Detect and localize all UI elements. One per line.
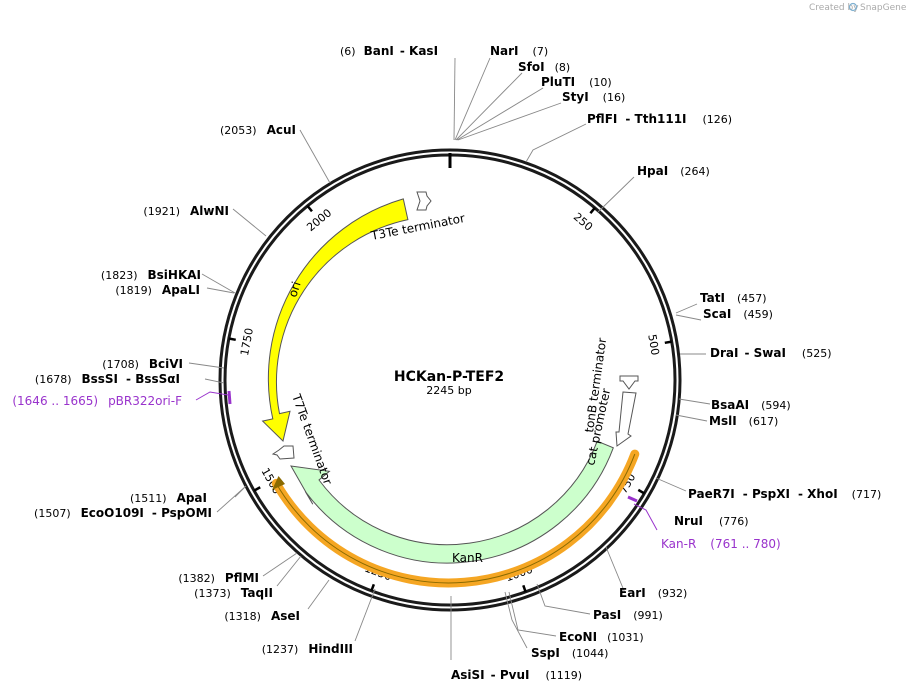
site-label-asei[interactable]: (1318)AseI xyxy=(224,609,300,623)
site-label-tati[interactable]: TatI(457) xyxy=(700,291,767,305)
scale-tick-mark xyxy=(370,583,376,592)
site-label-nari[interactable]: NarI(7) xyxy=(490,44,548,58)
ori-feature-arrow[interactable] xyxy=(261,198,409,442)
site-label-bsihkai[interactable]: (1823)BsiHKAI xyxy=(101,268,201,282)
site-label-drai-swai[interactable]: DraI- SwaI(525) xyxy=(710,346,832,360)
site-label-sfoi[interactable]: SfoI(8) xyxy=(518,60,570,74)
tonb-terminator-arrow[interactable] xyxy=(619,375,639,390)
plasmid-length: 2245 bp xyxy=(426,384,471,397)
primer-leader-lines xyxy=(195,391,658,531)
watermark-brand: SnapGene xyxy=(860,3,907,13)
scale-tick-label: 1750 xyxy=(238,327,256,357)
scale-tick-mark xyxy=(306,205,313,213)
kanr-highlight-arrowhead xyxy=(272,476,285,490)
scale-tick-mark xyxy=(664,340,672,345)
kanr-highlight-line xyxy=(275,453,636,584)
site-label-acui[interactable]: (2053)AcuI xyxy=(220,123,296,137)
site-label-apali[interactable]: (1819)ApaLI xyxy=(115,283,200,297)
site-label-pflfi-tth111i[interactable]: PflFI- Tth111I(126) xyxy=(587,112,732,126)
site-label-apai[interactable]: (1511)ApaI xyxy=(130,491,207,505)
site-label-asisi-pvui[interactable]: AsiSI- PvuI(1119) xyxy=(451,668,582,682)
plasmid-name: HCKan-P-TEF2 xyxy=(394,369,504,385)
t7te-terminator-arrow[interactable] xyxy=(271,445,295,460)
site-label-scai[interactable]: ScaI(459) xyxy=(703,307,773,321)
scale-tick-label: 500 xyxy=(645,333,661,356)
watermark-prefix: Created by xyxy=(809,3,859,13)
site-label-hpai[interactable]: HpaI(264) xyxy=(637,164,710,178)
pbr322ori-f-primer-site[interactable] xyxy=(227,390,232,405)
ori-label: ori xyxy=(286,280,304,299)
site-label-bsaai[interactable]: BsaAI(594) xyxy=(711,398,791,412)
kanr-feature-arrow[interactable] xyxy=(290,440,614,564)
primer-label-kan-r[interactable]: Kan-R(761 .. 780) xyxy=(661,537,781,551)
kan-r-primer-site[interactable] xyxy=(627,495,638,503)
site-label-sspi[interactable]: SspI(1044) xyxy=(531,646,608,660)
site-label-hindiii[interactable]: (1237)HindIII xyxy=(262,642,353,656)
scale-tick-mark xyxy=(589,207,596,215)
site-label-msli[interactable]: MslI(617) xyxy=(709,414,778,428)
scale-tick-mark xyxy=(522,584,527,593)
scale-tick-label: 2000 xyxy=(304,206,334,234)
kanr-label: KanR xyxy=(452,551,483,565)
site-label-ecoo109i-pspomi[interactable]: (1507)EcoO109I- PspOMI xyxy=(34,506,212,520)
site-label-alwni[interactable]: (1921)AlwNI xyxy=(143,204,229,218)
site-label-bcivi[interactable]: (1708)BciVI xyxy=(102,357,183,371)
leader-lines xyxy=(188,57,711,660)
site-label-pluti[interactable]: PluTI(10) xyxy=(541,75,612,89)
site-label-taqii[interactable]: (1373)TaqII xyxy=(194,586,273,600)
site-label-nrui[interactable]: NruI(776) xyxy=(674,514,749,528)
site-label-bani-kasi[interactable]: (6)BanI- KasI xyxy=(340,44,438,58)
cat-promoter-arrow[interactable] xyxy=(615,391,637,447)
site-label-econi[interactable]: EcoNI(1031) xyxy=(559,630,644,644)
scale-tick-mark xyxy=(228,337,236,342)
primer-label-pbr322ori-f[interactable]: (1646 .. 1665)pBR322ori-F xyxy=(12,394,182,408)
site-label-pflmi[interactable]: (1382)PflMI xyxy=(178,571,259,585)
scale-tick-mark xyxy=(637,488,645,495)
site-label-styi[interactable]: StyI(16) xyxy=(562,90,625,104)
site-label-paer7i-pspxi-xhoi[interactable]: PaeR7I- PspXI- XhoI(717) xyxy=(688,487,881,501)
site-label-eari[interactable]: EarI(932) xyxy=(619,586,687,600)
site-label-pasi[interactable]: PasI(991) xyxy=(593,608,663,622)
t3te-terminator-arrow[interactable] xyxy=(416,191,432,211)
site-label-bsssi-bsssai[interactable]: (1678)BssSI- BssSαI xyxy=(35,372,180,386)
snapgene-logo-icon xyxy=(848,2,858,12)
backbone-outer-ring xyxy=(218,148,682,612)
scale-tick-mark xyxy=(253,486,261,492)
